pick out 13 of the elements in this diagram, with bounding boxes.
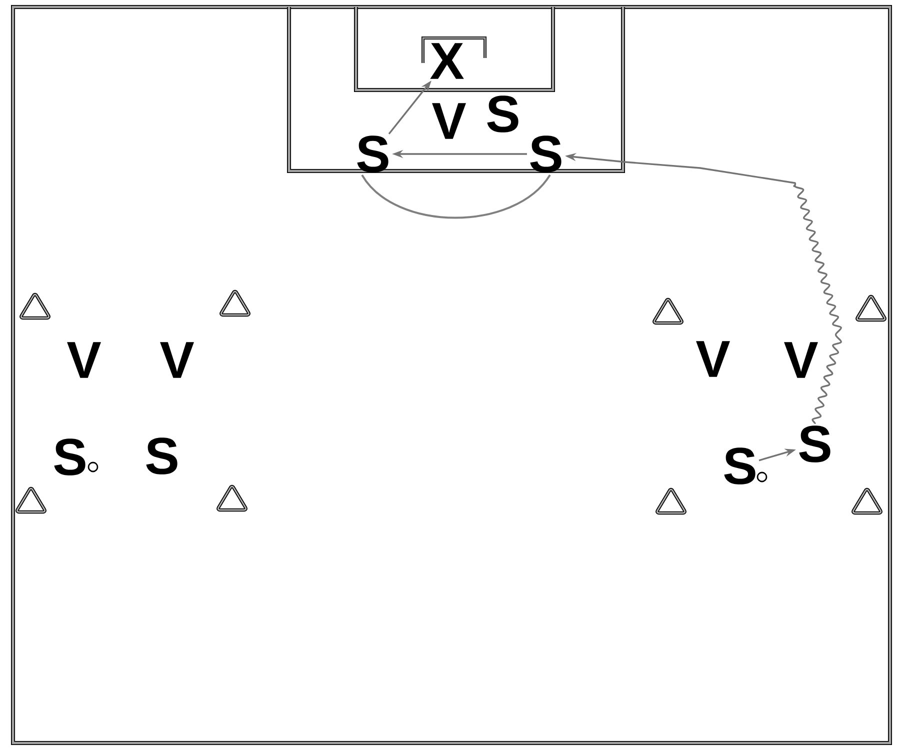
player-letter: X bbox=[430, 43, 464, 79]
player-letter: S bbox=[487, 96, 518, 132]
player-letter: S bbox=[146, 438, 178, 474]
player-letter: S bbox=[799, 426, 830, 462]
player-letter: S bbox=[724, 448, 756, 484]
player-letter: S bbox=[357, 136, 388, 172]
player-letter: S bbox=[54, 438, 86, 476]
player-letter: V bbox=[160, 342, 194, 378]
player-letter: V bbox=[432, 103, 466, 139]
player-letter: V bbox=[67, 342, 101, 378]
player-letter: V bbox=[696, 341, 730, 377]
player-letter: S bbox=[530, 136, 562, 172]
player-letter: V bbox=[784, 342, 818, 378]
